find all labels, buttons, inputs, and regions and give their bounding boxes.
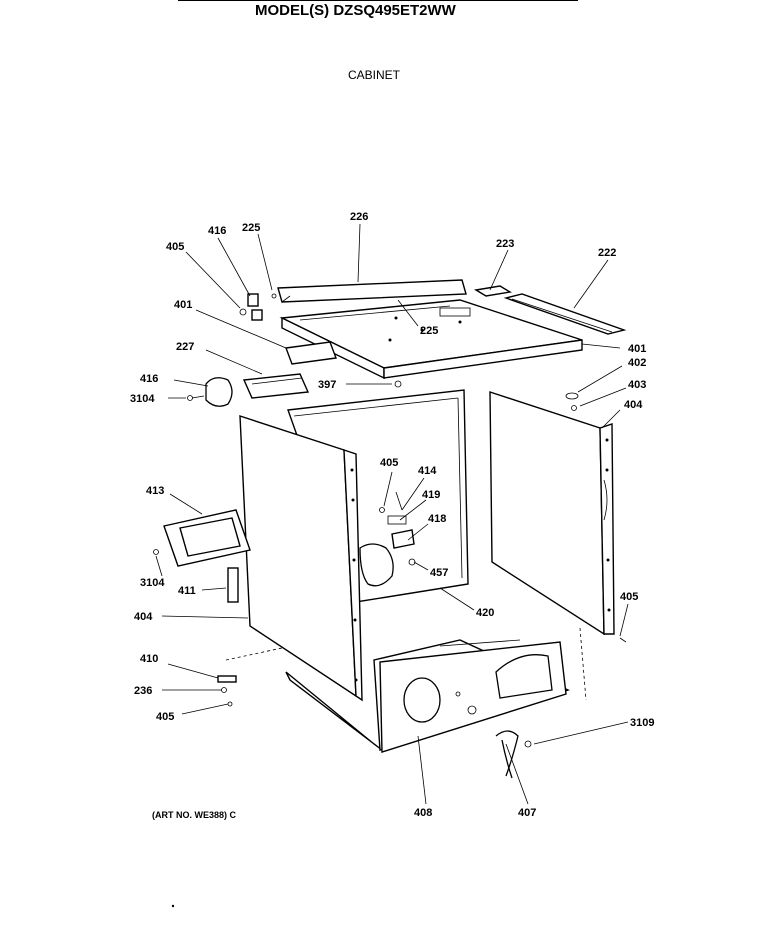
top-cover-226 (277, 279, 467, 303)
callout-404: 404 (134, 611, 153, 623)
callout-401: 401 (628, 343, 646, 355)
callout-404: 404 (624, 399, 643, 411)
round-bracket-416 (187, 377, 233, 407)
callout-226: 226 (350, 211, 368, 223)
bracket-223 (474, 285, 512, 297)
callout-420: 420 (476, 607, 494, 619)
stray-dot (171, 904, 175, 908)
bracket-227 (242, 373, 310, 399)
callout-416: 416 (208, 225, 226, 237)
callout-411: 411 (178, 585, 196, 597)
callout-223: 223 (496, 238, 514, 250)
callout-405: 405 (156, 711, 174, 723)
hinge-hardware-bottom (217, 675, 237, 707)
callout-236: 236 (134, 685, 152, 697)
callout-410: 410 (140, 653, 158, 665)
callout-401: 401 (174, 299, 192, 311)
fastener-402-403 (565, 392, 579, 411)
callout-403: 403 (628, 379, 646, 391)
callout-416: 416 (140, 373, 158, 385)
callout-402: 402 (628, 357, 646, 369)
callout-3104: 3104 (130, 393, 155, 405)
dashed-guides (225, 627, 587, 701)
callout-227: 227 (176, 341, 194, 353)
callout-225: 225 (242, 222, 260, 234)
callout-418: 418 (428, 513, 446, 525)
cabinet-top-panel (279, 299, 583, 380)
access-panel-413 (153, 509, 251, 567)
cord-clamp-407 (495, 730, 532, 779)
callout-457: 457 (430, 567, 448, 579)
strip-222 (503, 293, 627, 335)
art-number: (ART NO. WE388) C (152, 810, 237, 820)
left-side-panel (239, 415, 363, 702)
title-rule (178, 0, 578, 1)
callout-405: 405 (380, 457, 398, 469)
callout-405: 405 (166, 241, 184, 253)
callout-414: 414 (418, 465, 437, 477)
callout-labels: 226 416 225 405 223 222 401 225 401 227 … (130, 211, 654, 819)
base-frame (285, 639, 570, 753)
model-title: MODEL(S) DZSQ495ET2WW (255, 2, 456, 19)
callout-407: 407 (518, 807, 536, 819)
callout-405: 405 (620, 591, 638, 603)
section-title: CABINET (348, 68, 401, 82)
callout-3104: 3104 (140, 577, 165, 589)
fastener-397 (394, 380, 402, 388)
right-side-panel (489, 391, 615, 636)
callout-3109: 3109 (630, 717, 654, 729)
callout-225: 225 (420, 325, 438, 337)
callout-397: 397 (318, 379, 336, 391)
plate-401-left (285, 341, 337, 365)
callout-419: 419 (422, 489, 440, 501)
callout-413: 413 (146, 485, 164, 497)
callout-222: 222 (598, 247, 616, 259)
top-hinge-hardware (239, 293, 277, 321)
bracket-411 (227, 567, 239, 603)
leader-lines (155, 223, 629, 805)
callout-408: 408 (414, 807, 432, 819)
